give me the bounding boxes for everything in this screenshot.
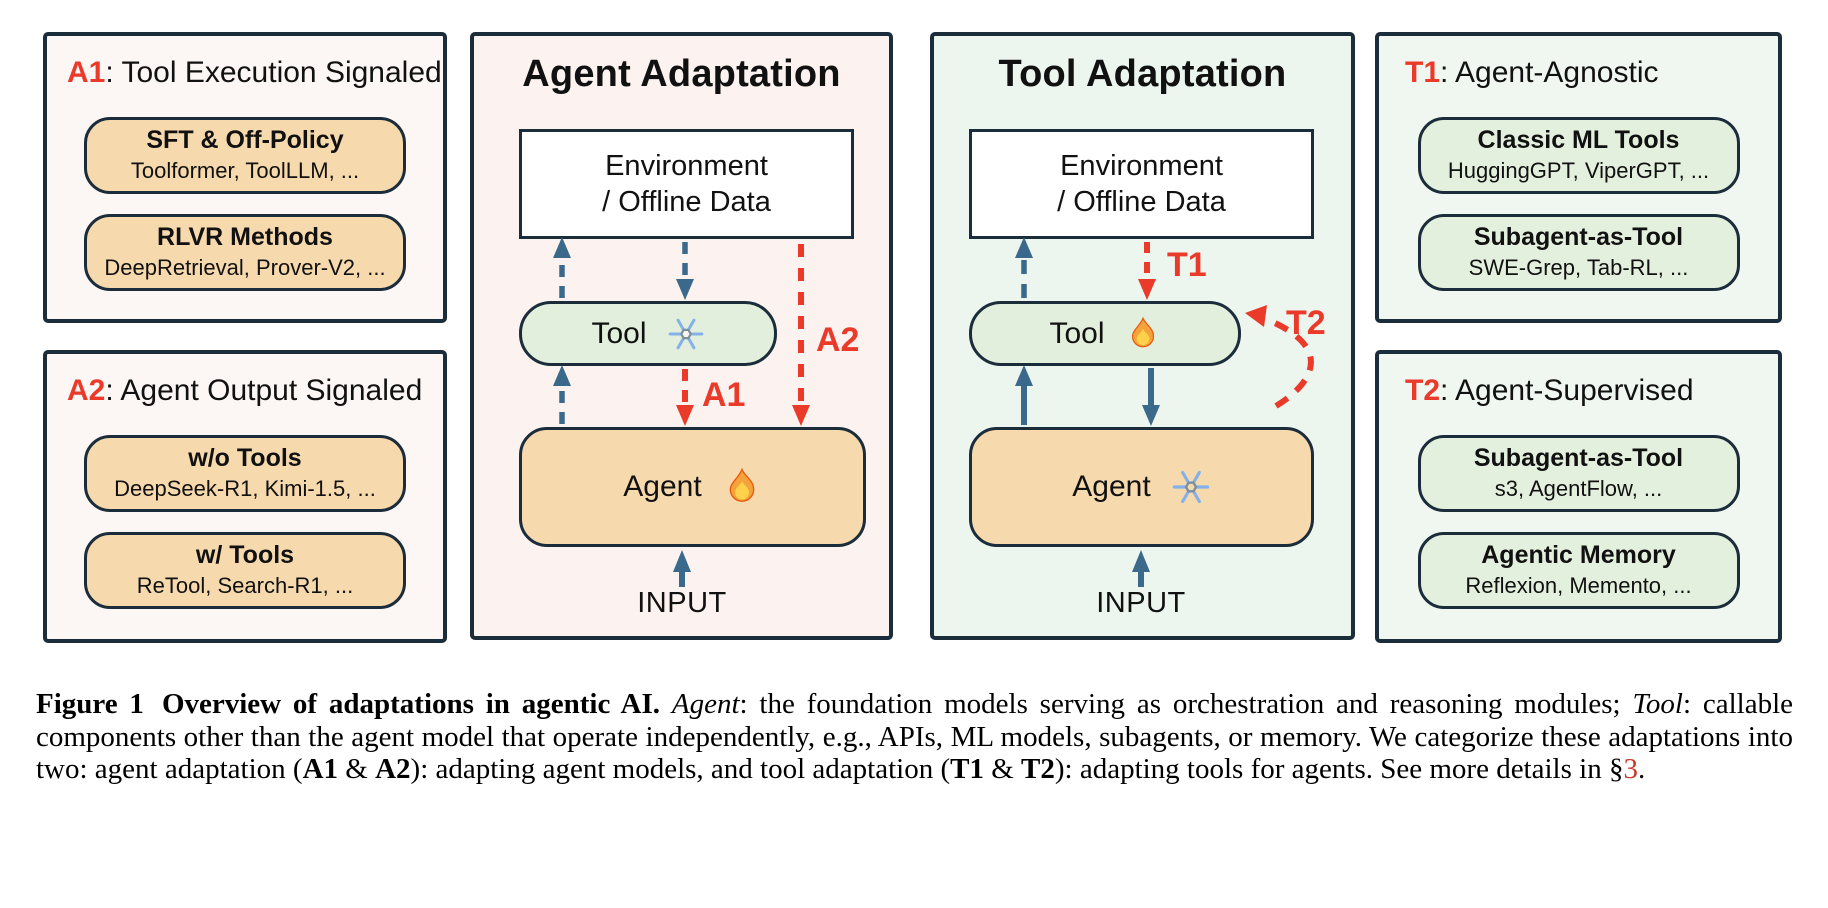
pill-title: Classic ML Tools — [1477, 126, 1680, 154]
pill-sft-off-policy: SFT & Off-Policy Toolformer, ToolLLM, ..… — [84, 117, 406, 194]
pill-title: RLVR Methods — [157, 223, 333, 251]
input-to-agent-arrow — [1132, 550, 1150, 587]
tool-adaptation-title: Tool Adaptation — [998, 53, 1287, 95]
environment-line1: Environment — [605, 150, 768, 182]
environment-box: Environment / Offline Data — [969, 129, 1314, 239]
tool-label: Tool — [1049, 316, 1105, 350]
panel-agent-adaptation: Agent Adaptation Environment / Offline D… — [470, 32, 893, 640]
a2-tag: A2 — [67, 374, 106, 407]
t1-tag: T1 — [1405, 56, 1441, 89]
pill-title: w/ Tools — [195, 541, 295, 569]
agent-label: Agent — [1072, 470, 1151, 503]
caption-text: ): adapting tools for agents. See more d… — [1054, 753, 1624, 785]
tool-to-env-arrow — [1015, 237, 1033, 298]
pill-subagent-as-tool: Subagent-as-Tool s3, AgentFlow, ... — [1417, 435, 1740, 512]
caption-ref-t2: T2 — [1021, 753, 1055, 785]
pill-examples: s3, AgentFlow, ... — [1494, 476, 1663, 501]
pill-title: Subagent-as-Tool — [1473, 444, 1684, 472]
a1-title-text: : Tool Execution Signaled — [105, 56, 442, 89]
arrow-label-t2: T2 — [1286, 304, 1326, 342]
t1-title-text: : Agent-Agnostic — [1440, 56, 1659, 89]
pill-examples: ReTool, Search-R1, ... — [136, 573, 354, 598]
tool-node-frozen: Tool — [519, 301, 777, 366]
figure-caption: Figure 1 Overview of adaptations in agent… — [36, 688, 1793, 786]
pill-rlvr-methods: RLVR Methods DeepRetrieval, Prover-V2, .… — [84, 214, 406, 291]
panel-t1-title: T1: Agent-Agnostic — [1379, 36, 1778, 90]
caption-text: : the foundation models serving as orche… — [739, 688, 1633, 720]
panel-t1-agent-agnostic: T1: Agent-Agnostic Classic ML Tools Hugg… — [1375, 32, 1782, 323]
caption-text: & — [338, 753, 376, 785]
a1-signal-arrow — [676, 369, 694, 426]
panel-t2-agent-supervised: T2: Agent-Supervised Subagent-as-Tool s3… — [1375, 350, 1782, 643]
caption-ref-a2: A2 — [375, 753, 411, 785]
agent-node-trainable: Agent — [519, 427, 866, 547]
pill-examples: Reflexion, Memento, ... — [1465, 573, 1692, 598]
pill-w-tools: w/ Tools ReTool, Search-R1, ... — [84, 532, 406, 609]
caption-text: . — [1637, 753, 1646, 785]
arrow-label-a2: A2 — [816, 321, 860, 359]
panel-tool-adaptation: Tool Adaptation Environment / Offline Da… — [930, 32, 1355, 640]
tool-node-trainable: Tool — [969, 301, 1241, 366]
pill-agentic-memory: Agentic Memory Reflexion, Memento, ... — [1417, 532, 1740, 609]
input-label: INPUT — [1096, 587, 1186, 619]
caption-ref-t1: T1 — [950, 753, 984, 785]
environment-line2: / Offline Data — [602, 186, 771, 218]
panel-a1-title: A1: Tool Execution Signaled — [47, 36, 443, 90]
caption-term-agent: Agent — [671, 688, 740, 720]
caption-text: ): adapting agent models, and tool adapt… — [410, 753, 951, 785]
agent-adaptation-title: Agent Adaptation — [522, 53, 841, 95]
panel-a2-agent-output-signaled: A2: Agent Output Signaled w/o Tools Deep… — [43, 350, 447, 643]
env-to-tool-arrow — [676, 242, 694, 300]
figure-number: Figure 1 — [36, 688, 144, 720]
agent-to-tool-arrow — [553, 365, 571, 424]
pill-examples: HuggingGPT, ViperGPT, ... — [1447, 158, 1710, 183]
pill-classic-ml-tools: Classic ML Tools HuggingGPT, ViperGPT, .… — [1417, 117, 1740, 194]
tool-label: Tool — [591, 316, 647, 350]
environment-box: Environment / Offline Data — [519, 129, 854, 239]
panel-a2-title: A2: Agent Output Signaled — [47, 354, 443, 408]
agent-node-frozen: Agent — [969, 427, 1314, 547]
pill-title: w/o Tools — [188, 444, 302, 472]
pill-title: Agentic Memory — [1481, 541, 1676, 569]
section-3-link[interactable]: 3 — [1623, 753, 1638, 785]
fire-icon — [729, 467, 755, 502]
a1-tag: A1 — [67, 56, 106, 89]
t2-tag: T2 — [1405, 374, 1441, 407]
caption-ref-a1: A1 — [302, 753, 339, 785]
pill-examples: DeepRetrieval, Prover-V2, ... — [104, 255, 386, 280]
a2-signal-arrow — [792, 244, 810, 426]
pill-examples: Toolformer, ToolLLM, ... — [130, 158, 360, 183]
pill-wo-tools: w/o Tools DeepSeek-R1, Kimi-1.5, ... — [84, 435, 406, 512]
snowflake-icon — [668, 318, 703, 349]
pill-examples: SWE-Grep, Tab-RL, ... — [1468, 255, 1689, 280]
input-to-agent-arrow — [673, 550, 691, 587]
environment-line2: / Offline Data — [1057, 186, 1226, 218]
snowflake-icon — [1172, 470, 1209, 504]
pill-examples: DeepSeek-R1, Kimi-1.5, ... — [114, 476, 376, 501]
tool-to-agent-arrow — [1142, 368, 1160, 426]
caption-title: Overview of adaptations in agentic AI. — [161, 688, 672, 720]
panel-a1-tool-execution-signaled: A1: Tool Execution Signaled SFT & Off-Po… — [43, 32, 447, 323]
caption-term-tool: Tool — [1632, 688, 1683, 720]
arrow-label-a1: A1 — [702, 376, 746, 414]
tool-to-env-arrow — [553, 237, 571, 298]
agent-label: Agent — [623, 470, 702, 503]
environment-line1: Environment — [1060, 150, 1223, 182]
a2-title-text: : Agent Output Signaled — [105, 374, 423, 407]
t2-title-text: : Agent-Supervised — [1440, 374, 1694, 407]
agent-to-tool-arrow — [1015, 365, 1033, 425]
caption-text: : callable components other than the age… — [36, 688, 1793, 785]
pill-title: SFT & Off-Policy — [146, 126, 344, 154]
pill-title: Subagent-as-Tool — [1473, 223, 1684, 251]
arrow-label-t1: T1 — [1167, 246, 1207, 284]
caption-text: & — [983, 753, 1022, 785]
pill-subagent-as-tool: Subagent-as-Tool SWE-Grep, Tab-RL, ... — [1417, 214, 1740, 291]
panel-t2-title: T2: Agent-Supervised — [1379, 354, 1778, 408]
input-label: INPUT — [637, 587, 727, 619]
t1-signal-arrow — [1138, 242, 1156, 300]
fire-icon — [1131, 316, 1154, 347]
